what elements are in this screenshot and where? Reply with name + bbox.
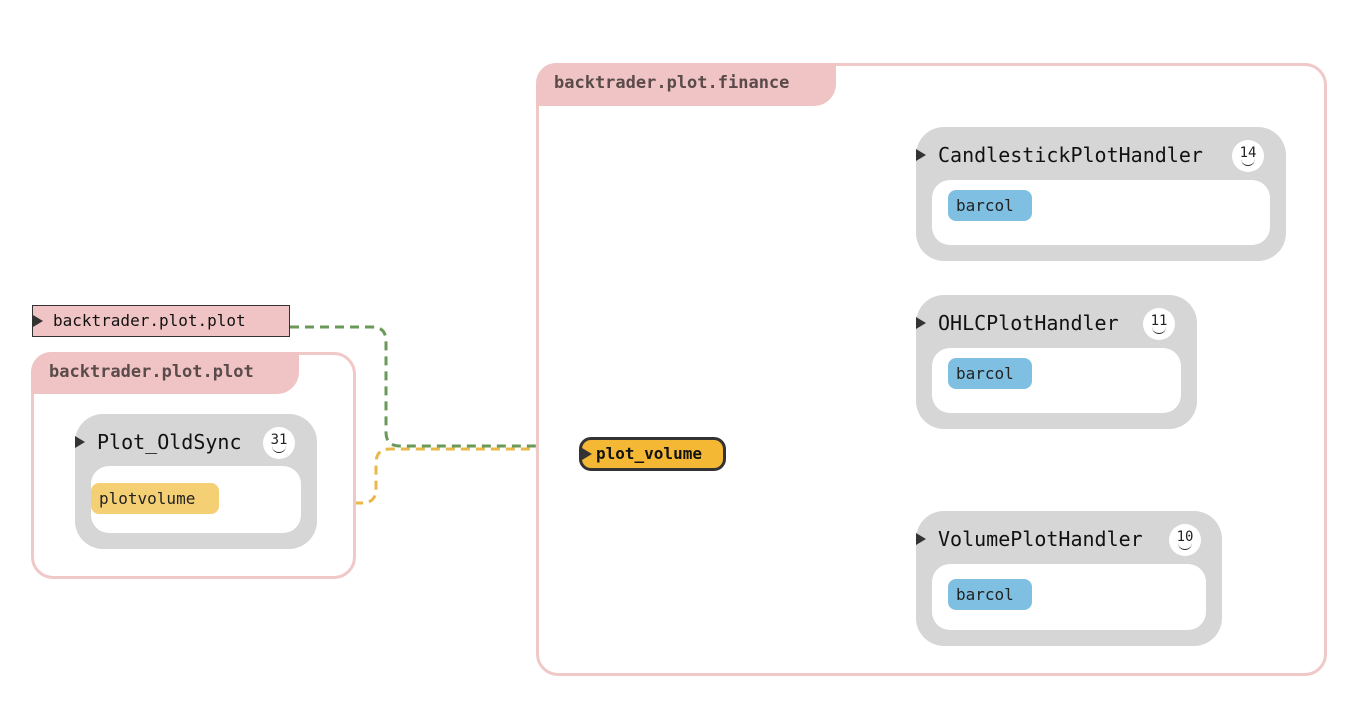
class-name: Plot_OldSync [97,430,242,454]
class-name: OHLCPlotHandler [938,311,1119,335]
class-body: barcol [932,348,1181,413]
class-plot-oldsync[interactable]: Plot_OldSync 31 plotvolume [75,414,317,549]
expand-triangle-icon[interactable] [75,435,85,448]
chevron-down-icon [1152,327,1166,334]
expand-triangle-icon[interactable] [916,148,926,161]
expand-triangle-icon[interactable] [916,532,926,545]
module-finance: backtrader.plot.finance CandlestickPlotH… [536,63,1327,676]
class-body: barcol [932,564,1206,630]
external-module-node[interactable]: backtrader.plot.plot [32,305,290,337]
count-badge[interactable]: 31 [263,427,295,459]
method-barcol[interactable]: barcol [948,190,1032,221]
class-candlestickplothandler[interactable]: CandlestickPlotHandler 14 barcol [916,127,1286,261]
chevron-down-icon [1178,543,1192,550]
class-name: VolumePlotHandler [938,527,1143,551]
class-body: plotvolume [91,466,301,533]
chevron-down-icon [1241,159,1255,166]
class-ohlcplothandler[interactable]: OHLCPlotHandler 11 barcol [916,295,1197,429]
count-badge[interactable]: 10 [1169,524,1201,556]
class-body: barcol [932,180,1270,245]
method-barcol[interactable]: barcol [948,579,1032,610]
module-plot: backtrader.plot.plot Plot_OldSync 31 plo… [31,352,356,579]
external-module-label: backtrader.plot.plot [53,311,246,330]
module-title[interactable]: backtrader.plot.plot [31,352,299,394]
class-volumeplothandler[interactable]: VolumePlotHandler 10 barcol [916,511,1222,646]
module-title[interactable]: backtrader.plot.finance [536,63,836,106]
edge-external-to-plot-volume [290,325,574,448]
count-badge[interactable]: 14 [1232,140,1264,172]
method-plotvolume[interactable]: plotvolume [91,483,219,514]
expand-triangle-icon[interactable] [33,315,43,327]
count-badge[interactable]: 11 [1143,308,1175,340]
expand-triangle-icon[interactable] [916,316,926,329]
focus-function-plot-volume[interactable]: plot_volume [579,437,726,471]
chevron-down-icon [272,446,286,453]
method-barcol[interactable]: barcol [948,358,1032,389]
class-name: CandlestickPlotHandler [938,143,1203,167]
expand-triangle-icon[interactable] [582,448,592,460]
focus-function-label: plot_volume [596,444,702,463]
